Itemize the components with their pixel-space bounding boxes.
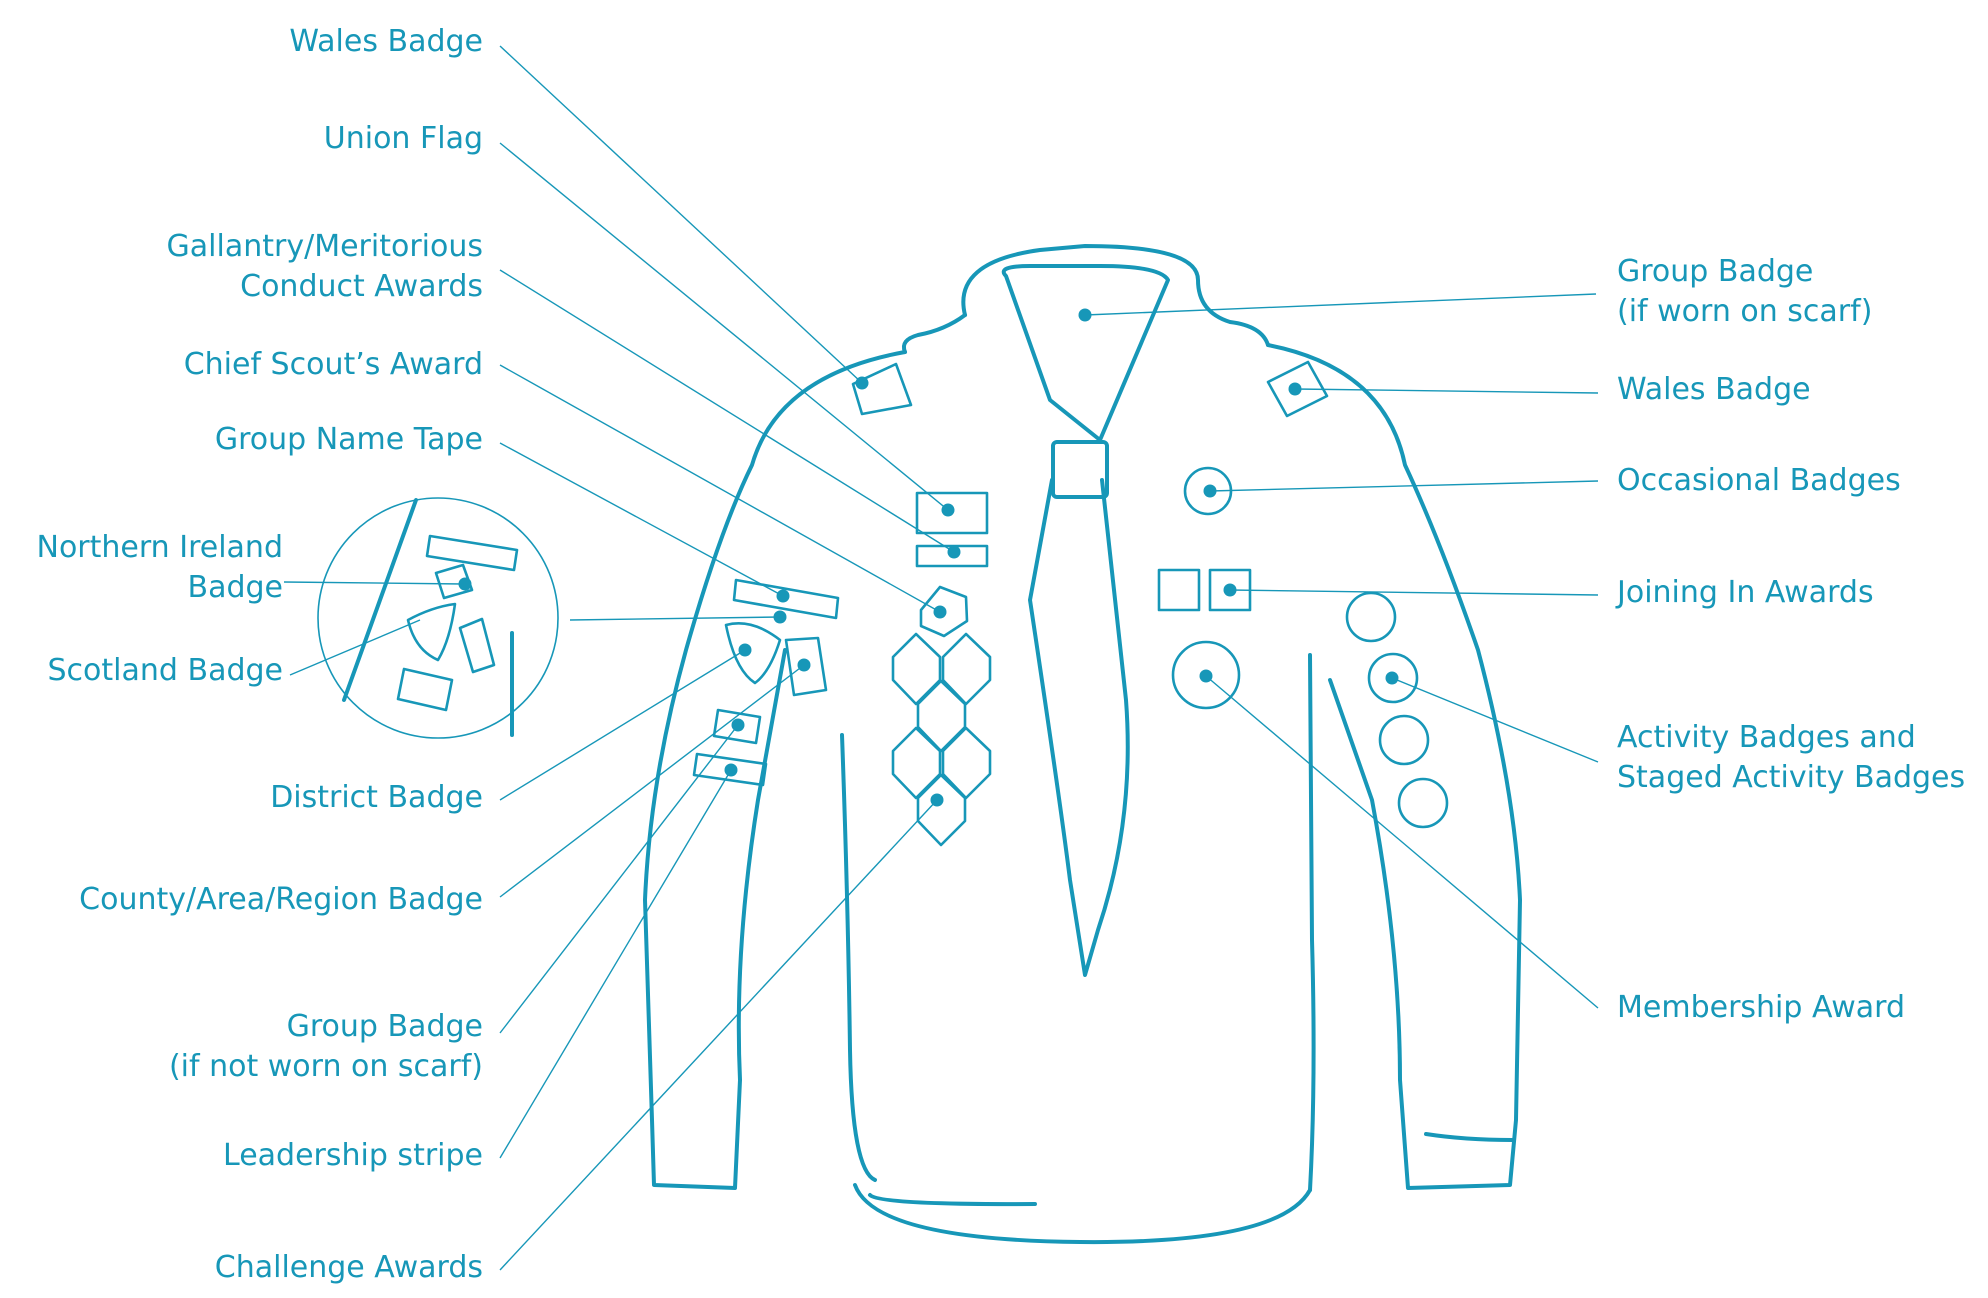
label-group-badge-scarf-line-1: Group Badge xyxy=(1617,254,1814,289)
label-membership-award: Membership Award xyxy=(1617,990,1906,1025)
label-challenge-awards: Challenge Awards xyxy=(214,1250,483,1285)
shirt-outline xyxy=(643,244,1522,1245)
label-gallantry-line-2: Conduct Awards xyxy=(240,269,483,304)
label-northern-ireland-badge: Northern Ireland Badge xyxy=(37,528,283,608)
label-gallantry-awards: Gallantry/Meritorious Conduct Awards xyxy=(167,227,483,307)
joining-in-award-1 xyxy=(1157,568,1201,612)
marker-dots xyxy=(458,308,1399,807)
leadership-stripe-shape xyxy=(692,752,768,787)
zoom-inset xyxy=(317,497,559,739)
label-gallantry-line-1: Gallantry/Meritorious xyxy=(166,229,483,264)
activity-badge-4 xyxy=(1397,777,1449,829)
membership-award-shape xyxy=(1171,640,1241,710)
wales-badge-right-shape xyxy=(1266,360,1329,418)
label-northern-ireland-line-2: Badge xyxy=(187,570,283,605)
label-wales-badge-right: Wales Badge xyxy=(1617,372,1811,407)
group-name-tape-shape xyxy=(732,578,840,620)
district-badge-shape xyxy=(724,622,782,685)
leader-lines xyxy=(283,45,1599,1271)
county-badge-shape xyxy=(784,636,828,697)
label-chief-scout-award: Chief Scout’s Award xyxy=(183,347,483,382)
label-northern-ireland-line-1: Northern Ireland xyxy=(36,530,283,565)
label-group-badge-not-scarf: Group Badge (if not worn on scarf) xyxy=(169,1007,483,1087)
label-group-badge-scarf-line-2: (if worn on scarf) xyxy=(1617,294,1873,329)
activity-badge-1 xyxy=(1345,591,1397,643)
label-activity-badges: Activity Badges and Staged Activity Badg… xyxy=(1617,718,1965,798)
label-group-badge-scarf: Group Badge (if worn on scarf) xyxy=(1617,252,1872,332)
union-flag-shape xyxy=(915,491,989,535)
label-group-badge-not-scarf-line-2: (if not worn on scarf) xyxy=(168,1049,483,1084)
label-wales-badge-left: Wales Badge xyxy=(289,24,483,59)
badge-shapes xyxy=(692,360,1449,847)
label-occasional-badges: Occasional Badges xyxy=(1617,463,1901,498)
wales-badge-left-shape xyxy=(851,362,913,416)
chief-scout-hexagon xyxy=(919,585,969,638)
group-badge-sleeve-shape xyxy=(712,708,762,745)
label-group-name-tape: Group Name Tape xyxy=(214,422,483,457)
label-activity-line-1: Activity Badges and xyxy=(1617,720,1916,755)
label-leadership-stripe: Leadership stripe xyxy=(223,1138,483,1173)
label-union-flag: Union Flag xyxy=(323,121,483,156)
activity-badge-2 xyxy=(1367,652,1419,704)
label-group-badge-not-scarf-line-1: Group Badge xyxy=(286,1009,483,1044)
activity-badge-3 xyxy=(1378,714,1430,766)
label-joining-in-awards: Joining In Awards xyxy=(1617,575,1874,610)
label-activity-line-2: Staged Activity Badges xyxy=(1617,760,1966,795)
label-scotland-badge: Scotland Badge xyxy=(47,653,283,688)
label-county-badge: County/Area/Region Badge xyxy=(79,882,483,917)
challenge-awards-hexagons xyxy=(891,632,992,847)
label-district-badge: District Badge xyxy=(270,780,483,815)
